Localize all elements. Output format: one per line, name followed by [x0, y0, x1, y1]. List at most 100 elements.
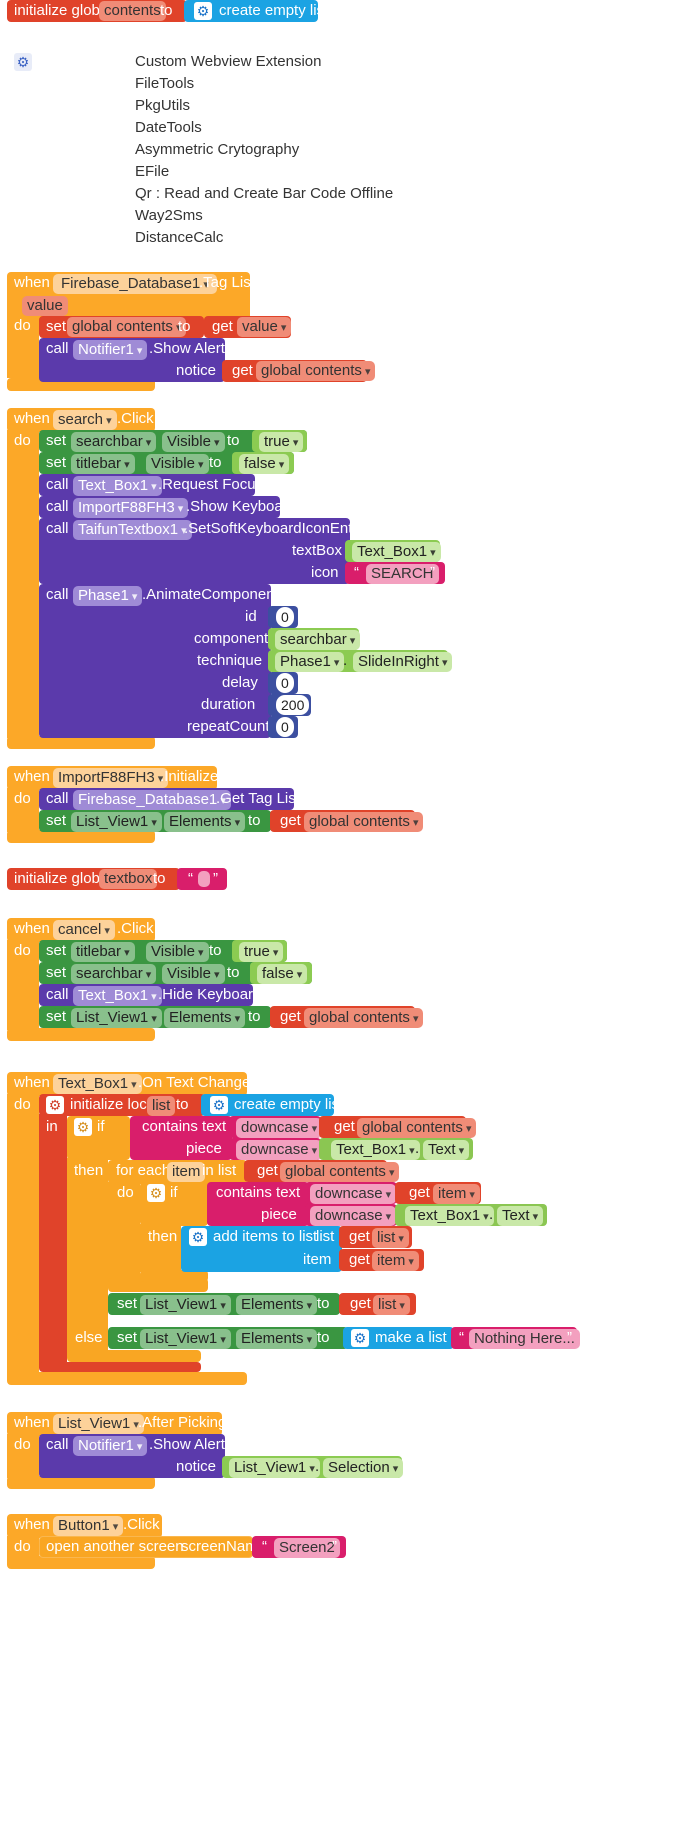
component-dropdown[interactable]: Text_Box1: [405, 1206, 494, 1226]
get-var-dropdown[interactable]: global contents: [304, 812, 424, 832]
component-dropdown[interactable]: Phase1: [73, 586, 143, 606]
empty-text-value[interactable]: [198, 871, 210, 887]
gear-icon[interactable]: ⚙: [14, 53, 32, 71]
boolean-dropdown[interactable]: false: [257, 964, 308, 984]
gear-icon[interactable]: ⚙: [189, 1228, 207, 1246]
local-var-list[interactable]: list: [147, 1096, 176, 1116]
component-dropdown[interactable]: List_View1: [140, 1295, 231, 1315]
create-empty-list-block[interactable]: [184, 0, 318, 22]
init-local-label: initialize local: [70, 1096, 159, 1113]
if-body: [67, 1158, 108, 1354]
text-value[interactable]: Nothing Here...: [469, 1329, 580, 1349]
component-dropdown[interactable]: Notifier1: [73, 340, 148, 360]
param-value[interactable]: value: [22, 296, 68, 316]
downcase-dropdown[interactable]: downcase: [310, 1184, 397, 1204]
get-var-dropdown[interactable]: global contents: [304, 1008, 424, 1028]
call-phase-animate[interactable]: [39, 584, 271, 738]
loop-var-item[interactable]: item: [167, 1162, 206, 1182]
property-dropdown[interactable]: Elements: [236, 1329, 318, 1349]
property-dropdown[interactable]: Selection: [323, 1458, 404, 1478]
component-dropdown[interactable]: titlebar: [71, 454, 135, 474]
get-label: get: [212, 318, 233, 335]
component-dropdown[interactable]: List_View1: [71, 1008, 162, 1028]
get-var-dropdown[interactable]: global contents: [256, 361, 376, 381]
component-dropdown[interactable]: Firebase_Database1: [53, 274, 217, 294]
call-label: call: [46, 1436, 69, 1453]
to-label: to: [317, 1329, 330, 1346]
number-value[interactable]: 0: [276, 717, 294, 737]
boolean-dropdown[interactable]: true: [259, 432, 304, 452]
get-var-dropdown[interactable]: global contents: [280, 1162, 400, 1182]
component-dropdown[interactable]: searchbar: [71, 964, 157, 984]
property-dropdown[interactable]: Visible: [162, 432, 225, 452]
component-dropdown[interactable]: Button1: [53, 1516, 124, 1536]
downcase-dropdown[interactable]: downcase: [236, 1118, 323, 1138]
contains-text-block[interactable]: [207, 1182, 309, 1226]
component-dropdown[interactable]: List_View1: [229, 1458, 320, 1478]
get-var-dropdown[interactable]: list: [372, 1228, 409, 1248]
in-list-label: in list: [202, 1162, 237, 1179]
call-label: call: [46, 790, 69, 807]
component-dropdown[interactable]: ImportF88FH3: [73, 498, 189, 518]
component-dropdown[interactable]: Text_Box1: [331, 1140, 420, 1160]
component-dropdown[interactable]: TaifunTextbox1: [73, 520, 192, 540]
get-var-dropdown[interactable]: global contents: [357, 1118, 477, 1138]
component-dropdown[interactable]: cancel: [53, 920, 115, 940]
boolean-dropdown[interactable]: false: [239, 454, 290, 474]
gear-icon[interactable]: ⚙: [351, 1329, 369, 1347]
component-dropdown[interactable]: Text_Box1: [73, 476, 162, 496]
component-dropdown[interactable]: searchbar: [275, 630, 361, 650]
component-dropdown[interactable]: search: [53, 410, 117, 430]
get-label: get: [349, 1251, 370, 1268]
component-dropdown[interactable]: Firebase_Database1: [73, 790, 231, 810]
make-a-list-block[interactable]: [343, 1327, 454, 1349]
gear-icon[interactable]: ⚙: [147, 1184, 165, 1202]
gear-icon[interactable]: ⚙: [46, 1096, 64, 1114]
component-dropdown[interactable]: List_View1: [71, 812, 162, 832]
global-var-contents[interactable]: contents: [99, 1, 166, 21]
component-dropdown[interactable]: Text_Box1: [53, 1074, 142, 1094]
downcase-dropdown[interactable]: downcase: [236, 1140, 323, 1160]
then-label: then: [148, 1228, 178, 1245]
gear-icon[interactable]: ⚙: [210, 1096, 228, 1114]
add-items-to-list-block[interactable]: [181, 1226, 342, 1272]
property-dropdown[interactable]: Elements: [236, 1295, 318, 1315]
component-dropdown[interactable]: Text_Box1: [73, 986, 162, 1006]
component-dropdown[interactable]: ImportF88FH3: [53, 768, 169, 788]
for-each-label: for each: [116, 1162, 171, 1179]
boolean-dropdown[interactable]: true: [239, 942, 284, 962]
get-var-dropdown[interactable]: item: [372, 1251, 419, 1271]
technique-dropdown[interactable]: SlideInRight: [353, 652, 453, 672]
gear-icon[interactable]: ⚙: [194, 2, 212, 20]
component-dropdown[interactable]: Text_Box1: [352, 542, 441, 562]
component-dropdown[interactable]: searchbar: [71, 432, 157, 452]
property-dropdown[interactable]: Visible: [162, 964, 225, 984]
property-dropdown[interactable]: Elements: [164, 1008, 246, 1028]
number-value[interactable]: 0: [276, 673, 294, 693]
text-value[interactable]: Screen2: [274, 1538, 340, 1558]
component-dropdown[interactable]: List_View1: [140, 1329, 231, 1349]
inner-if-body: [140, 1224, 181, 1272]
property-dropdown[interactable]: Elements: [164, 812, 246, 832]
property-dropdown[interactable]: Text: [423, 1140, 470, 1160]
text-value[interactable]: SEARCH: [366, 564, 439, 584]
property-dropdown[interactable]: Text: [497, 1206, 544, 1226]
component-dropdown[interactable]: List_View1: [53, 1414, 144, 1434]
component-dropdown[interactable]: Notifier1: [73, 1436, 148, 1456]
event-name: .Click: [123, 1516, 160, 1533]
contains-text-block[interactable]: [130, 1116, 232, 1160]
number-value[interactable]: 200: [276, 695, 310, 715]
property-dropdown[interactable]: Visible: [146, 942, 209, 962]
var-dropdown[interactable]: global contents: [67, 317, 187, 337]
component-dropdown[interactable]: Phase1: [275, 652, 345, 672]
gear-icon[interactable]: ⚙: [74, 1118, 92, 1136]
create-empty-list-block[interactable]: [201, 1094, 334, 1116]
get-var-dropdown[interactable]: value: [237, 317, 292, 337]
get-var-dropdown[interactable]: list: [373, 1295, 410, 1315]
number-value[interactable]: 0: [276, 607, 294, 627]
property-dropdown[interactable]: Visible: [146, 454, 209, 474]
global-var-textbox[interactable]: textbox: [99, 869, 158, 889]
downcase-dropdown[interactable]: downcase: [310, 1206, 397, 1226]
get-var-dropdown[interactable]: item: [433, 1184, 480, 1204]
component-dropdown[interactable]: titlebar: [71, 942, 135, 962]
